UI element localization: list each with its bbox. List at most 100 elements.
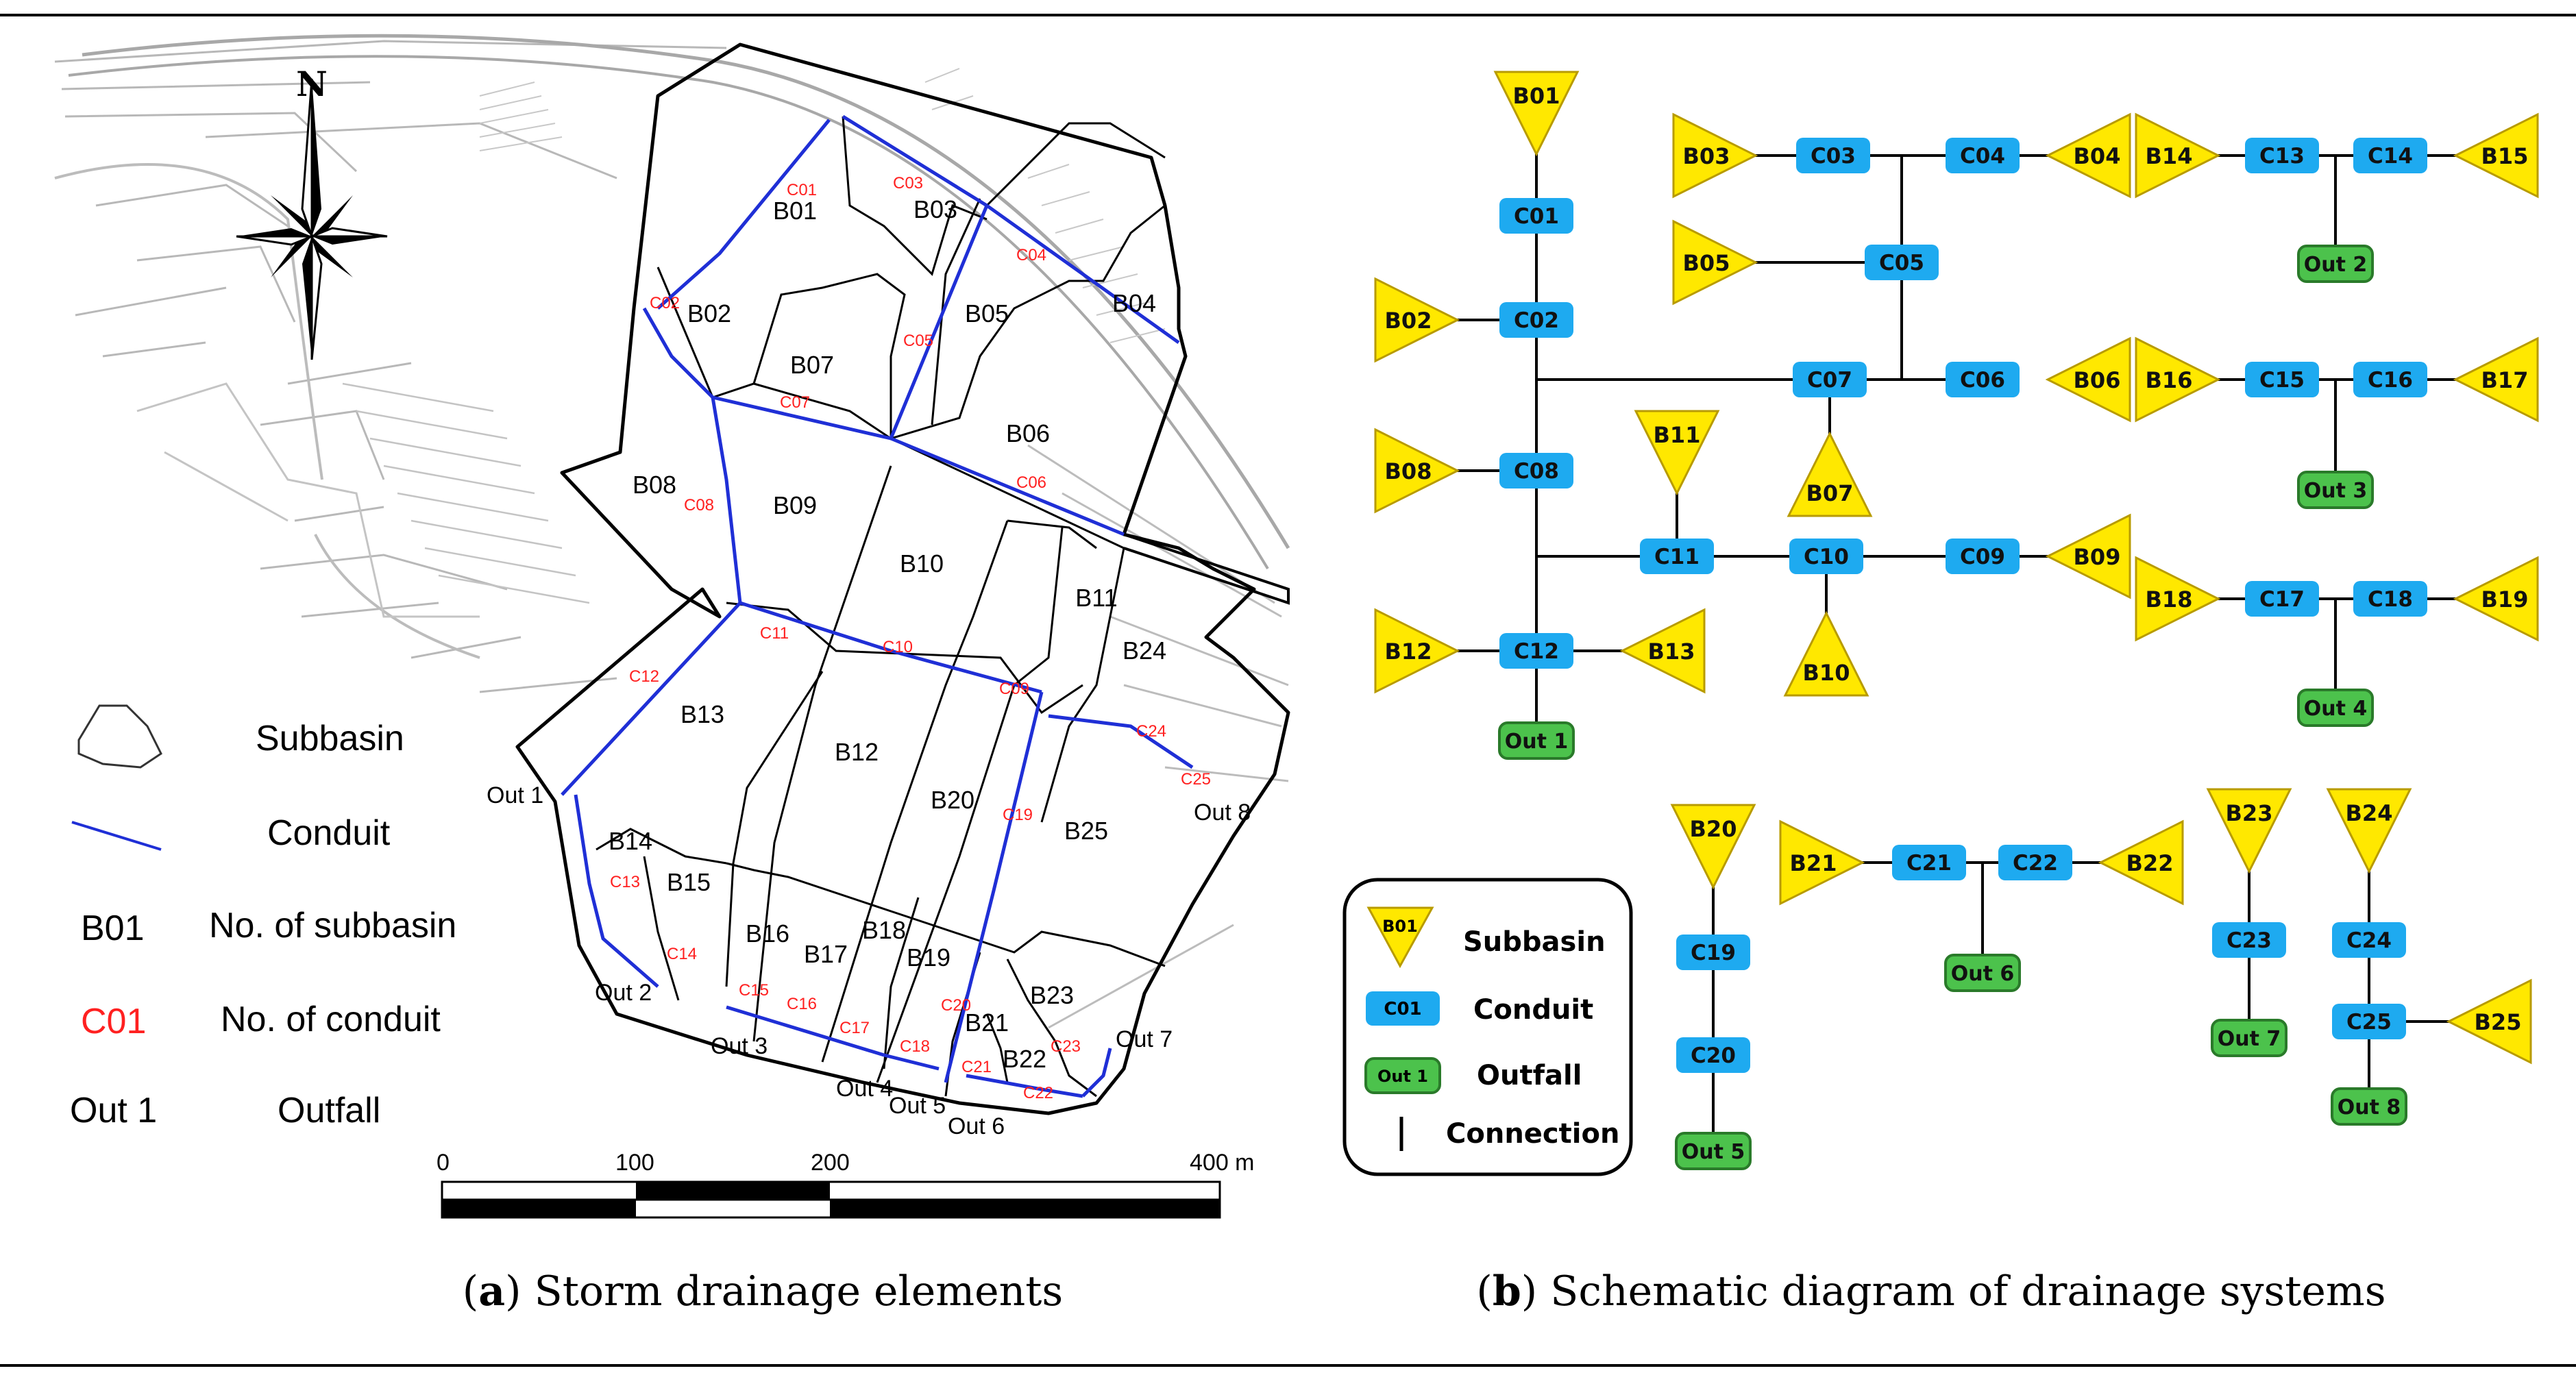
node-conduit-c19: C19: [1676, 935, 1750, 970]
node-outfall-out-3: Out 3: [2297, 471, 2374, 509]
conduit-box: [2353, 138, 2427, 173]
subbasin-label: B23: [2226, 800, 2273, 826]
legend-b-conduit-code: C01: [1384, 999, 1421, 1019]
node-conduit-c13: C13: [2245, 138, 2319, 173]
map-outfall-out-7: Out 7: [1116, 1026, 1173, 1052]
legend-b-outfall-code: Out 1: [1377, 1067, 1428, 1086]
node-conduit-c08: C08: [1499, 453, 1573, 488]
subbasin-triangle: [2045, 336, 2131, 423]
map-subbasin-b03: B03: [913, 195, 957, 223]
node-subbasin-b20: B20: [1670, 804, 1756, 890]
subbasin-triangle: [2135, 336, 2221, 423]
node-subbasin-b22: B22: [2098, 819, 2184, 906]
subbasin-triangle: [2453, 112, 2539, 199]
map-subbasin-b20: B20: [931, 786, 974, 814]
conduit-label: C16: [2368, 368, 2413, 393]
map-subbasin-b19: B19: [907, 943, 950, 972]
node-subbasin-b12: B12: [1374, 608, 1460, 694]
map-outfall-out-6: Out 6: [948, 1113, 1005, 1139]
map-subbasin-b06: B06: [1006, 419, 1050, 447]
map-subbasin-b24: B24: [1123, 636, 1166, 665]
node-outfall-out-5: Out 5: [1675, 1132, 1752, 1170]
map-subbasin-b01: B01: [773, 197, 817, 225]
subbasin-label: B07: [1806, 480, 1854, 506]
map-conduit-c18: C18: [900, 1037, 930, 1056]
conduit-label: C25: [2346, 1010, 2392, 1035]
subbasin-triangle: [2045, 112, 2131, 199]
conduit-label: C22: [2013, 851, 2058, 876]
conduit-legend-line: [71, 821, 162, 851]
map-conduit-c06: C06: [1016, 473, 1046, 492]
subbasin-triangle: [1672, 219, 1758, 306]
subbasin-label: B15: [2481, 143, 2529, 169]
outfall-label: Out 1: [1505, 730, 1569, 754]
outfall-label: Out 4: [2304, 697, 2368, 721]
map-conduit-c01: C01: [787, 181, 817, 199]
conduit-box: [2245, 581, 2319, 617]
outfall-box: [1944, 954, 2021, 992]
map-conduit-c09: C09: [999, 680, 1029, 698]
node-outfall-out-4: Out 4: [2297, 689, 2374, 727]
node-conduit-c23: C23: [2212, 922, 2286, 958]
conduit-label: C13: [2259, 144, 2305, 169]
conduit-label: C19: [1691, 941, 1736, 965]
subbasin-label: B11: [1654, 422, 1701, 448]
conduit-label: C07: [1807, 368, 1852, 393]
conduit-label: C15: [2259, 368, 2305, 393]
subbasin-triangle: [2135, 556, 2221, 642]
conduit-label: C04: [1960, 144, 2005, 169]
node-conduit-c24: C24: [2332, 922, 2406, 958]
conduit-box: [2353, 362, 2427, 397]
node-conduit-c12: C12: [1499, 633, 1573, 669]
map-conduit-c25: C25: [1181, 770, 1211, 789]
conduit-label: C24: [2346, 928, 2392, 953]
conduit-label: C06: [1960, 368, 2005, 393]
conduit-box: [1793, 362, 1867, 397]
outfall-box: [2331, 1087, 2407, 1126]
scale-label-200: 200: [811, 1150, 850, 1176]
node-subbasin-b07: B07: [1787, 431, 1873, 517]
conduit-label: C05: [1879, 251, 1924, 275]
legend-conduit-box: [1366, 991, 1440, 1026]
legend-conduit-text: Conduit: [267, 813, 391, 853]
subbasin-label: B05: [1683, 250, 1730, 276]
conduit-label: C20: [1691, 1043, 1736, 1068]
map-subbasin-labels: B01B02B03B04B05B06B07B08B09B10B11B12B13B…: [609, 195, 1166, 1073]
conduit-label: C03: [1811, 144, 1856, 169]
map-subbasin-b02: B02: [687, 299, 731, 327]
subbasin-triangle: [2045, 513, 2131, 599]
outfall-label: Out 2: [2304, 253, 2368, 277]
node-conduit-c14: C14: [2353, 138, 2427, 173]
scale-bar: 0 100 200 400 m: [437, 1150, 1255, 1219]
subbasin-triangle: [1374, 428, 1460, 514]
map-subbasin-b13: B13: [680, 700, 724, 728]
conduit-label: C09: [1960, 545, 2005, 569]
node-subbasin-b23: B23: [2206, 788, 2292, 874]
scale-label-100: 100: [615, 1150, 654, 1176]
caption-a: (a) Storm drainage elements: [463, 1267, 1063, 1315]
node-subbasin-b09: B09: [2045, 513, 2131, 599]
node-conduit-c06: C06: [1946, 362, 2020, 397]
subbasin-triangle: [1374, 277, 1460, 363]
node-subbasin-b14: B14: [2135, 112, 2221, 199]
subbasin-triangle: [1634, 410, 1720, 496]
legend-b-subbasin-code: B01: [1382, 917, 1418, 936]
map-conduit-c16: C16: [787, 995, 817, 1013]
map-outfall-out-2: Out 2: [595, 980, 652, 1006]
map-legend: Subbasin Conduit B01 No. of subbasin C01…: [70, 704, 456, 1130]
node-conduit-c11: C11: [1640, 539, 1714, 574]
map-conduit-c21: C21: [961, 1058, 992, 1076]
node-subbasin-b19: B19: [2453, 556, 2539, 642]
conduit-box: [1789, 539, 1863, 574]
conduit-box: [1946, 362, 2020, 397]
conduit-label: C12: [1514, 639, 1559, 664]
node-subbasin-b15: B15: [2453, 112, 2539, 199]
subbasin-triangle: [2453, 336, 2539, 423]
subbasin-triangle: [1670, 804, 1756, 890]
conduit-box: [1946, 539, 2020, 574]
conduits: [561, 114, 1194, 1098]
node-subbasin-b06: B06: [2045, 336, 2131, 423]
map-conduit-c12: C12: [629, 667, 659, 686]
